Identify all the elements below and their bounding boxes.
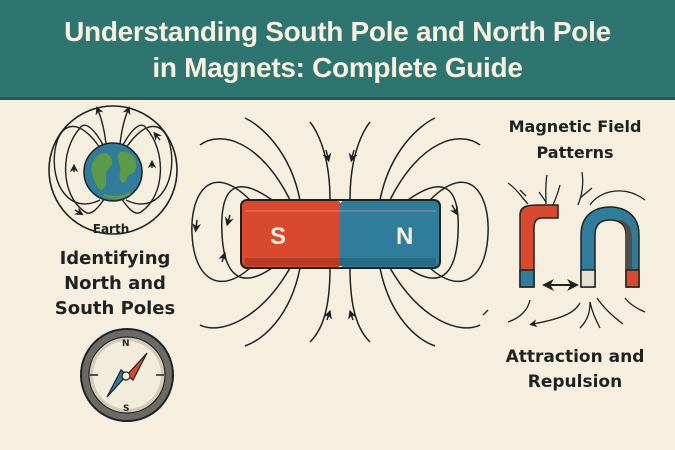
field-patterns-heading: Magnetic Field Patterns xyxy=(490,114,660,166)
compass-icon: N S xyxy=(80,328,174,422)
field-line-1: Magnetic Field xyxy=(508,117,642,136)
title-banner: Understanding South Pole and North Pole … xyxy=(0,0,675,100)
bar-magnet-field-lines xyxy=(191,117,489,347)
title-line-1: Understanding South Pole and North Pole xyxy=(64,16,611,47)
earth-label: Earth xyxy=(92,222,130,236)
earth-field-diagram xyxy=(48,105,178,235)
identifying-poles-heading: Identifying North and South Poles xyxy=(50,246,180,321)
page-title: Understanding South Pole and North Pole … xyxy=(0,14,675,86)
identify-line-3: South Poles xyxy=(54,298,176,319)
earth-globe-icon xyxy=(83,142,143,202)
horseshoe-magnets xyxy=(482,171,646,329)
south-pole-label: S xyxy=(270,223,286,250)
title-line-2: in Magnets: Complete Guide xyxy=(152,52,523,83)
attraction-line-1: Attraction and xyxy=(505,347,645,367)
identify-line-1: Identifying xyxy=(59,248,171,269)
attraction-line-2: Repulsion xyxy=(527,372,623,392)
compass-north-label: N xyxy=(122,339,130,349)
field-line-2: Patterns xyxy=(536,143,614,162)
attraction-repulsion-heading: Attraction and Repulsion xyxy=(495,345,655,395)
north-pole-label: N xyxy=(396,223,413,250)
bar-magnet: S N xyxy=(240,199,441,269)
compass-south-label: S xyxy=(123,404,129,414)
identify-line-2: North and xyxy=(64,273,166,294)
